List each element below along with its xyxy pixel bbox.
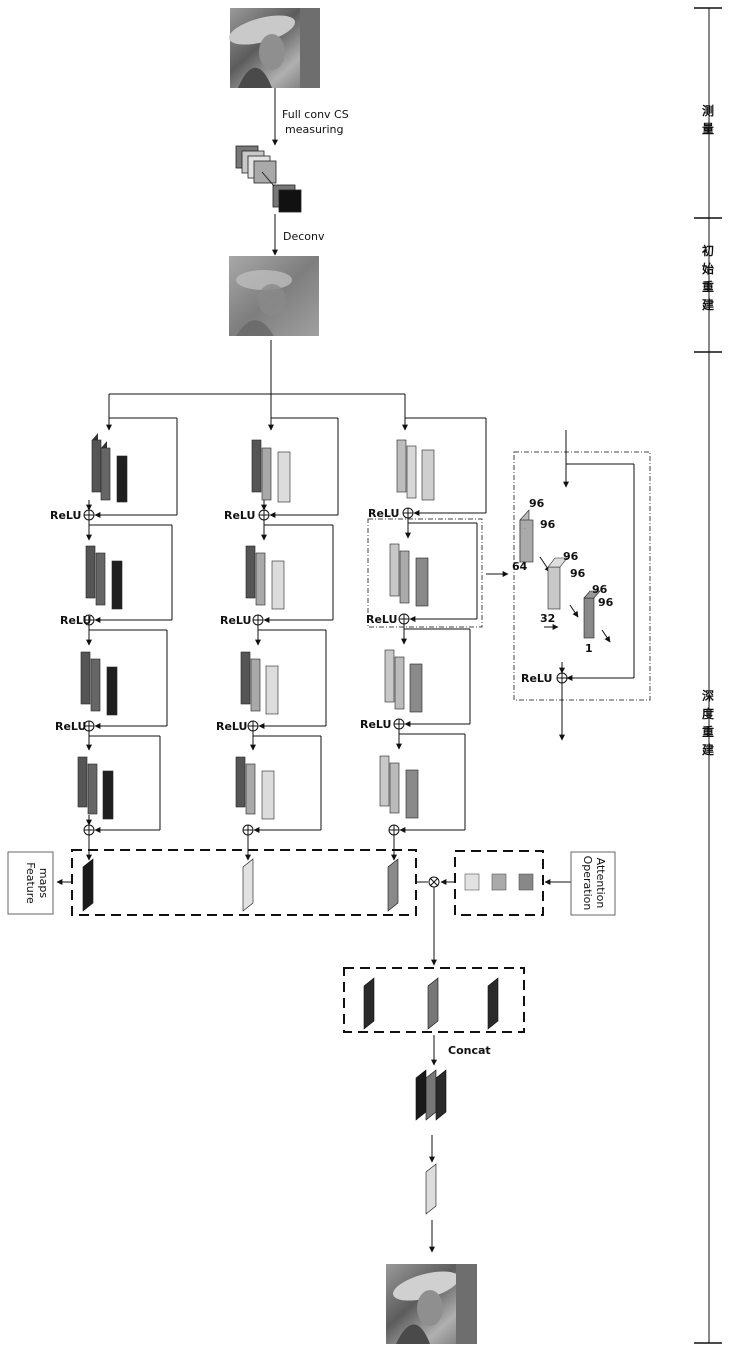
- input-image: [226, 8, 320, 88]
- residual-block: ReLU: [360, 629, 470, 749]
- dim-label: 96: [598, 596, 614, 609]
- stage-timeline: 测 量 初 始 重 建 深 度 重 建: [694, 8, 722, 1343]
- stage-char: 测: [702, 103, 714, 118]
- attention-text: Attention: [594, 858, 607, 909]
- residual-block: [78, 736, 160, 860]
- residual-block: ReLU: [220, 525, 333, 645]
- feature-maps-group: [57, 850, 416, 915]
- stage-char: 度: [702, 706, 715, 721]
- residual-block: [236, 736, 321, 860]
- initial-reconstruction-image: [229, 256, 319, 336]
- residual-block: ReLU: [60, 525, 172, 645]
- residual-block: [380, 734, 465, 860]
- weighted-feature-maps: [344, 968, 524, 1032]
- branch-column-2: ReLU ReLU ReLU: [216, 418, 338, 860]
- dim-label: 1: [585, 642, 593, 655]
- stage-label-measure: 测 量: [702, 103, 714, 136]
- dim-label: 96: [570, 567, 586, 580]
- relu-label: ReLU: [216, 720, 247, 733]
- dim-label: 32: [540, 612, 555, 625]
- residual-block: ReLU: [368, 418, 486, 538]
- feature-maps-text: Feature: [24, 862, 37, 904]
- attention-weights-group: [455, 851, 571, 915]
- concat-label: Concat: [448, 1044, 491, 1057]
- attention-text: Operation: [581, 856, 594, 911]
- output-image: [386, 1264, 477, 1344]
- deconv-label: Deconv: [283, 230, 325, 243]
- attention-operation-label: Attention Operation: [571, 852, 615, 915]
- relu-label: ReLU: [55, 720, 86, 733]
- stage-char: 始: [702, 261, 714, 276]
- stage-char: 重: [702, 724, 714, 739]
- relu-label: ReLU: [224, 509, 255, 522]
- dim-label: 64: [512, 560, 528, 573]
- stage-char: 建: [701, 297, 715, 312]
- residual-block: ReLU: [366, 519, 482, 644]
- output-map: [426, 1164, 436, 1214]
- stage-char: 建: [701, 742, 715, 757]
- concatenated-maps: [416, 1070, 446, 1120]
- measure-label: measuring: [285, 123, 343, 136]
- stage-char: 初: [702, 243, 714, 258]
- residual-block-detail: · 96 96 64 96 96 32 96 96 1 ReLU: [512, 430, 650, 740]
- residual-block: ReLU: [224, 418, 338, 540]
- dim-label: 96: [540, 518, 556, 531]
- stage-char: 深: [702, 688, 714, 703]
- relu-label: ReLU: [366, 613, 397, 626]
- dim-label: 96: [529, 497, 545, 510]
- measurement-blocks: [236, 146, 301, 212]
- residual-block: ReLU: [50, 418, 177, 540]
- relu-label: ReLU: [521, 672, 552, 685]
- residual-block: ReLU: [216, 630, 326, 750]
- relu-label: ReLU: [360, 718, 391, 731]
- stage-label-deep-reconstruction: 深 度 重 建: [701, 688, 715, 757]
- relu-label: ReLU: [368, 507, 399, 520]
- relu-label: ReLU: [220, 614, 251, 627]
- dim-label: 96: [592, 583, 608, 596]
- feature-maps-text: maps: [37, 868, 50, 898]
- residual-block: ReLU: [55, 630, 167, 750]
- stage-char: 量: [702, 122, 714, 136]
- measure-label: Full conv CS: [282, 108, 349, 121]
- relu-label: ReLU: [60, 614, 91, 627]
- branch-column-3: ReLU ReLU ReLU: [360, 418, 486, 860]
- stage-char: 重: [702, 279, 714, 294]
- stage-label-initial-reconstruction: 初 始 重 建: [701, 243, 715, 312]
- relu-label: ReLU: [50, 509, 81, 522]
- feature-maps-label: Feature maps: [8, 852, 53, 914]
- branch-column-1: ReLU ReLU ReLU: [50, 418, 177, 860]
- dim-label: 96: [563, 550, 579, 563]
